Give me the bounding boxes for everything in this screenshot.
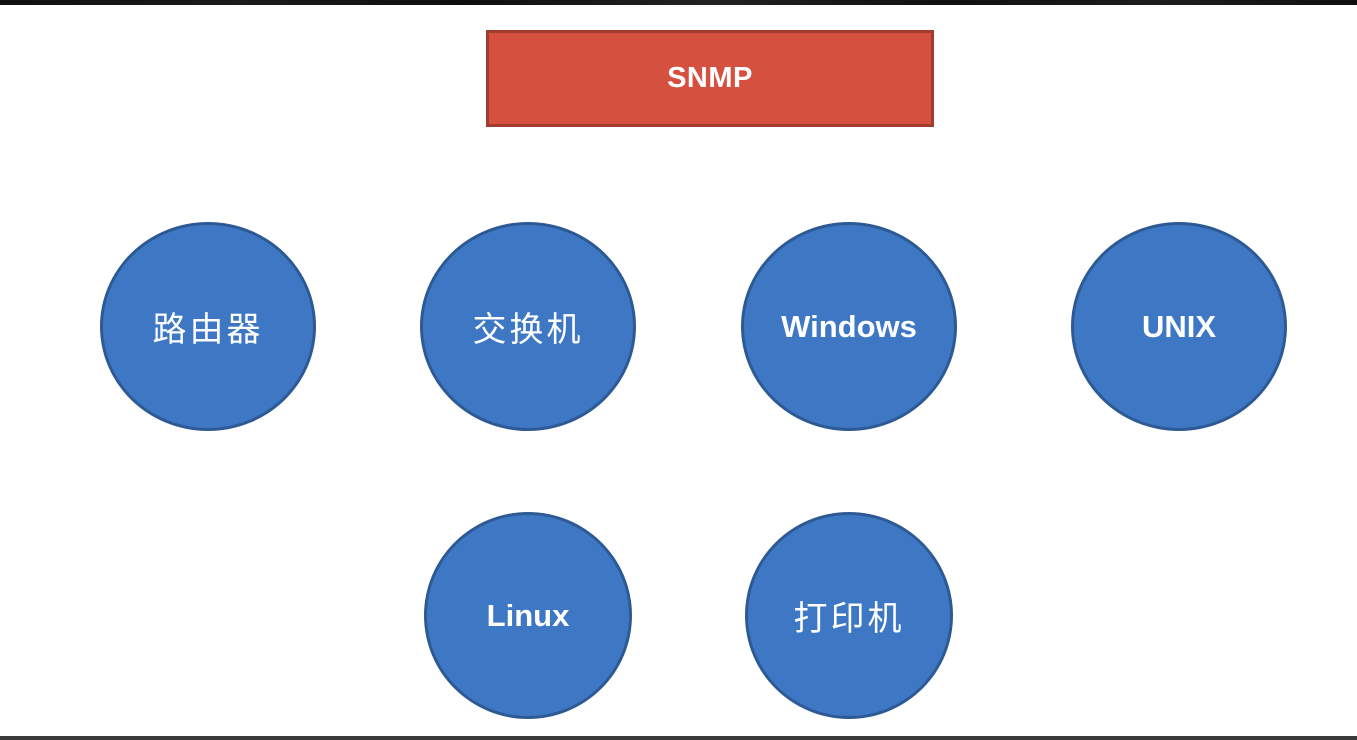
node-unix-label: UNIX (1141, 308, 1217, 344)
node-linux: Linux (424, 512, 632, 719)
bottom-edge-strip (0, 736, 1357, 740)
node-switch-label: 交换机 (472, 311, 584, 349)
node-router: 路由器 (100, 222, 316, 431)
node-switch: 交换机 (420, 222, 636, 431)
snmp-title-box: SNMP (486, 30, 934, 127)
node-unix: UNIX (1071, 222, 1287, 431)
node-windows-label: Windows (781, 308, 917, 344)
node-linux-label: Linux (486, 597, 570, 633)
top-edge-strip (0, 0, 1357, 5)
node-printer: 打印机 (745, 512, 953, 719)
node-printer-label: 打印机 (793, 600, 905, 638)
node-windows: Windows (741, 222, 957, 431)
snmp-title-label: SNMP (667, 62, 753, 94)
node-router-label: 路由器 (152, 311, 264, 349)
